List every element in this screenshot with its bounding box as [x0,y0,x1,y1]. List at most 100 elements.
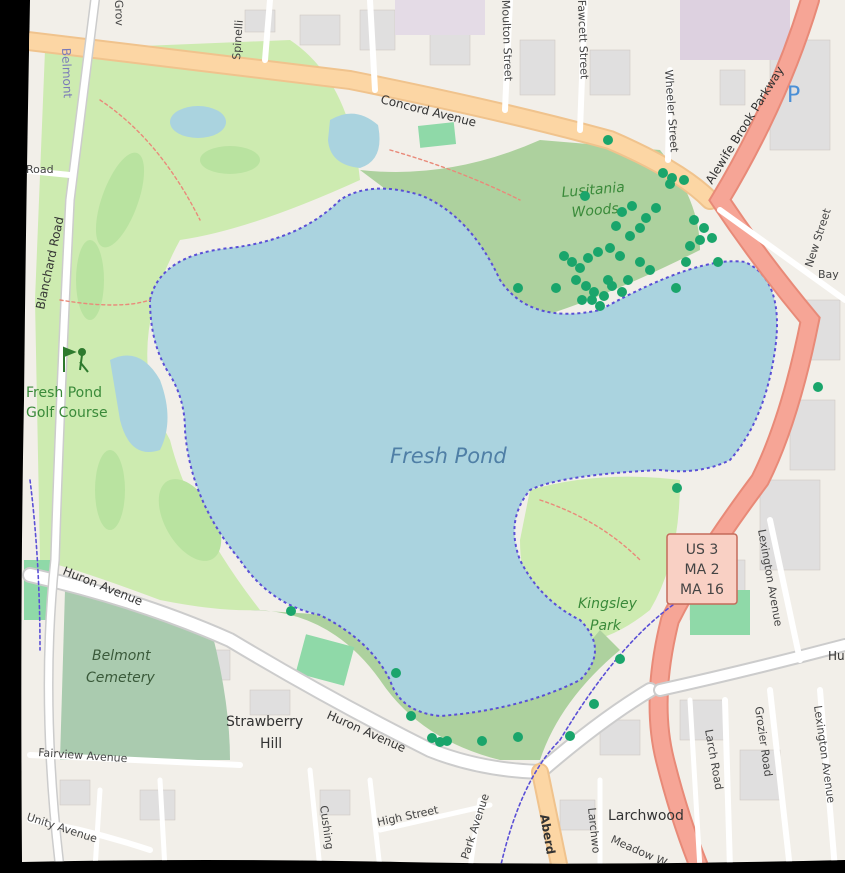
aberdeen-label: Aberd [537,813,558,855]
wheeler-street-label: Wheeler Street [662,69,681,153]
observation-marker[interactable] [603,135,613,145]
residential-buildings [59,9,841,831]
observation-marker[interactable] [391,668,401,678]
belmont-cemetery-label-2: Cemetery [86,670,155,686]
parking-icon: P [787,83,800,108]
lusitania-woods-area [360,140,700,320]
grove-label: Grov [112,0,126,27]
observation-marker[interactable] [551,283,561,293]
observation-marker[interactable] [599,291,609,301]
observation-marker[interactable] [605,243,615,253]
route-shield: US 3 MA 2 MA 16 [666,533,738,605]
observation-marker[interactable] [567,257,577,267]
observation-marker[interactable] [665,179,675,189]
observation-marker[interactable] [427,733,437,743]
observation-marker[interactable] [587,295,597,305]
observation-marker[interactable] [571,275,581,285]
observation-marker[interactable] [513,283,523,293]
small-pond-golf [170,106,226,138]
observation-marker[interactable] [641,213,651,223]
golf-course-icon [63,346,89,373]
sports-field-south [295,634,355,686]
observation-marker[interactable] [713,257,723,267]
observation-marker[interactable] [695,235,705,245]
observation-marker[interactable] [681,257,691,267]
observation-marker[interactable] [699,223,709,233]
observation-marker[interactable] [645,265,655,275]
observation-marker[interactable] [513,732,523,742]
observation-marker[interactable] [583,253,593,263]
belmont-cemetery-label-1: Belmont [92,648,151,664]
observation-marker[interactable] [406,711,416,721]
strawberry-hill-label-2: Hill [260,736,282,752]
spinelli-label: Spinelli [230,19,246,60]
observation-marker[interactable] [589,287,599,297]
observation-marker[interactable] [707,233,717,243]
point-markers [286,135,823,747]
observation-marker[interactable] [627,201,637,211]
south-shore-woods [250,610,620,760]
golf-course-label-1: Fresh Pond [26,385,102,401]
observation-marker[interactable] [286,606,296,616]
observation-marker[interactable] [577,295,587,305]
road-label: Road [26,163,54,176]
observation-marker[interactable] [477,736,487,746]
observation-marker[interactable] [651,203,661,213]
golf-course-label-2: Golf Course [26,405,108,421]
observation-marker[interactable] [623,275,633,285]
route-shield-line2: MA 2 [684,562,719,578]
observation-marker[interactable] [589,699,599,709]
larchwood-street-label: Larchwo [585,807,603,854]
cushing-label: Cushing [317,805,336,851]
kingsley-park-area [520,476,680,642]
observation-marker[interactable] [672,483,682,493]
observation-marker[interactable] [679,175,689,185]
fresh-pond-label: Fresh Pond [390,444,507,468]
lusitania-woods-label-1: Lusitania [561,180,625,201]
small-pond-north [328,113,380,168]
observation-marker[interactable] [593,247,603,257]
road-network [21,0,845,864]
sports-field-north [417,122,457,148]
observation-marker[interactable] [658,168,668,178]
lusitania-woods-label-2: Woods [571,201,619,221]
observation-marker[interactable] [595,301,605,311]
route-shield-line1: US 3 [686,542,719,558]
small-pond-west [110,355,168,452]
route-shield-line3: MA 16 [680,582,724,598]
observation-marker[interactable] [617,207,627,217]
strawberry-hill-label-1: Strawberry [226,714,303,730]
observation-marker[interactable] [813,382,823,392]
observation-marker[interactable] [611,221,621,231]
larchwood-label: Larchwood [608,808,684,824]
kingsley-park-label-1: Kingsley [578,596,638,612]
institutional-area [680,0,790,60]
observation-marker[interactable] [671,283,681,293]
fairview-avenue-label: Fairview Avenue [38,746,128,765]
observation-marker[interactable] [685,241,695,251]
observation-marker[interactable] [581,281,591,291]
observation-marker[interactable] [603,275,613,285]
observation-marker[interactable] [580,191,590,201]
observation-marker[interactable] [575,263,585,273]
moulton-street-label: Moulton Street [499,0,515,82]
belmont-cemetery-area [60,590,230,760]
observation-marker[interactable] [442,736,452,746]
observation-marker[interactable] [565,731,575,741]
huron-east-label: Hu [828,649,845,663]
fresh-pond-water [148,187,778,718]
fawcett-street-label: Fawcett Street [575,0,591,80]
observation-marker[interactable] [617,287,627,297]
observation-marker[interactable] [635,257,645,267]
bay-label: Bay [818,268,839,281]
observation-marker[interactable] [559,251,569,261]
observation-marker[interactable] [625,231,635,241]
observation-marker[interactable] [635,223,645,233]
observation-marker[interactable] [615,251,625,261]
kingsley-park-label-2: Park [590,618,622,634]
observation-marker[interactable] [689,215,699,225]
belmont-boundary-label: Belmont [59,48,75,99]
observation-marker[interactable] [615,654,625,664]
institutional-area-2 [395,0,485,35]
